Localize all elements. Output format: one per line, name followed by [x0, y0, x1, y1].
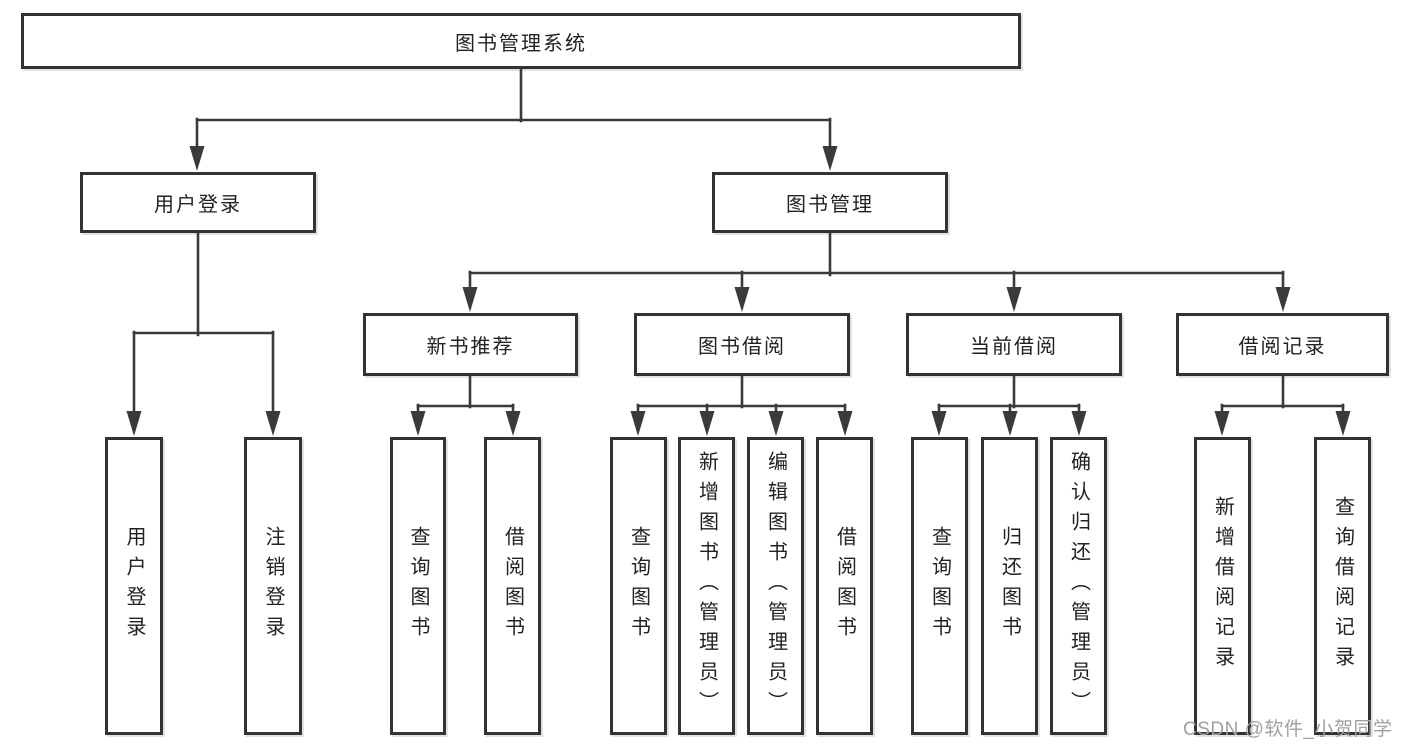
leaf-add-book-admin: 新增图书（管理员） — [678, 437, 735, 735]
leaf-add-borrow-record: 新增借阅记录 — [1194, 437, 1251, 735]
leaf-query-books-current: 查询图书 — [911, 437, 968, 735]
leaf-confirm-return-admin: 确认归还（管理员） — [1050, 437, 1107, 735]
leaf-query-books-borrowing: 查询图书 — [610, 437, 667, 735]
leaf-borrow-books-borrowing: 借阅图书 — [816, 437, 873, 735]
leaf-query-books-recommend: 查询图书 — [390, 437, 446, 735]
node-borrowing-records: 借阅记录 — [1176, 313, 1389, 376]
leaf-return-book: 归还图书 — [981, 437, 1038, 735]
leaf-query-borrow-record: 查询借阅记录 — [1314, 437, 1371, 735]
node-new-book-recommendation: 新书推荐 — [363, 313, 578, 376]
node-user-login: 用户登录 — [80, 172, 316, 233]
node-book-management: 图书管理 — [712, 172, 948, 233]
node-library-management-system: 图书管理系统 — [21, 13, 1021, 69]
leaf-edit-book-admin: 编辑图书（管理员） — [747, 437, 804, 735]
leaf-user-login: 用户登录 — [105, 437, 163, 735]
node-book-borrowing: 图书借阅 — [634, 313, 850, 376]
leaf-borrow-books-recommend: 借阅图书 — [484, 437, 541, 735]
leaf-logout: 注销登录 — [244, 437, 302, 735]
csdn-watermark: CSDN @软件_小贺同学 — [1183, 719, 1393, 740]
node-current-borrowing: 当前借阅 — [906, 313, 1122, 376]
